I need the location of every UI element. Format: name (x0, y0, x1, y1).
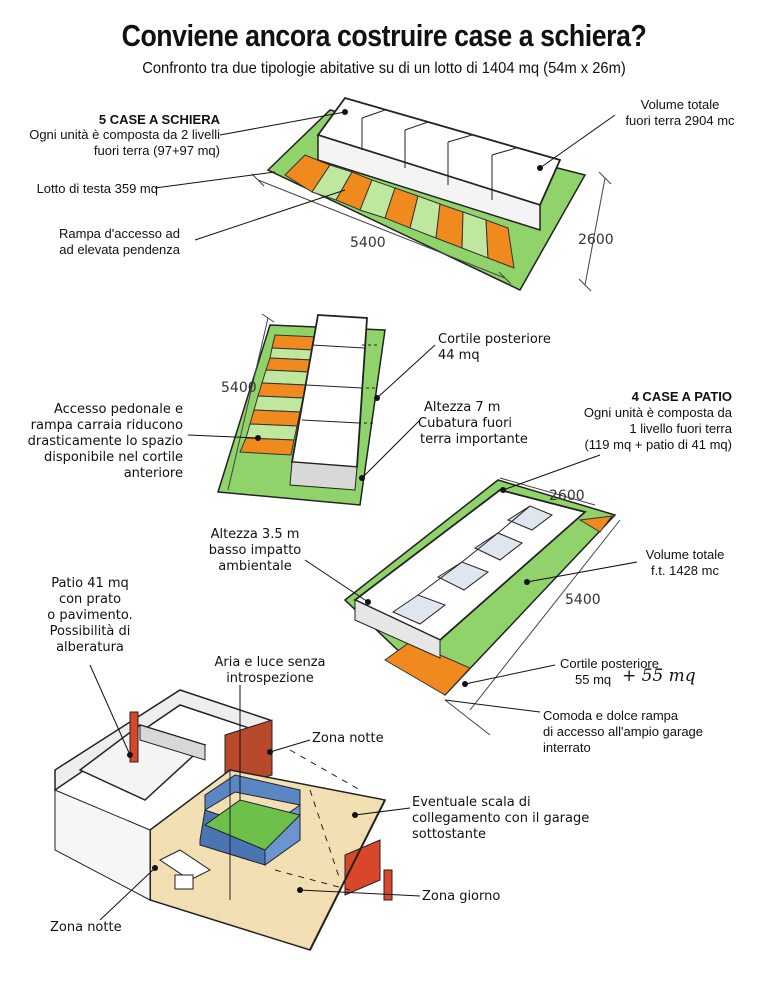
middle-accesso-2: rampa carraia riducono (30, 418, 183, 433)
schiera-heading: 5 CASE A SCHIERA (98, 112, 220, 127)
detail-aria-2: introspezione (226, 671, 314, 686)
patio-altezza-3: ambientale (218, 559, 292, 574)
schiera-rampa-1: Rampa d'accesso ad (59, 226, 180, 241)
schiera-volume-2: fuori terra 2904 mc (625, 113, 735, 128)
schiera-volume-1: Volume totale (640, 97, 720, 112)
middle-cortile-2: 44 mq (438, 348, 480, 363)
courtyard-grass (203, 799, 301, 851)
middle-accesso-3: drasticamente lo spazio (27, 434, 183, 449)
detail-scala-2: collegamento con il garage (412, 811, 590, 826)
schiera-dim-short: 2600 (578, 232, 614, 248)
patio-desc-1: Ogni unità è composta da (583, 405, 732, 420)
patio-altezza-1: Altezza 3.5 m (210, 527, 300, 542)
patio-heading: 4 CASE A PATIO (631, 389, 732, 404)
middle-cortile-1: Cortile posteriore (438, 332, 551, 347)
page-title: Conviene ancora costruire case a schiera… (121, 18, 647, 53)
detail-scala-3: sottostante (412, 827, 487, 842)
detail-patio-3: o pavimento. (47, 608, 133, 623)
detail-patio-1: Patio 41 mq (51, 576, 129, 591)
patio-rampa-2: di accesso all'ampio garage (543, 724, 704, 739)
middle-altezza-2: Cubatura fuori (418, 416, 513, 431)
detail-patio-5: alberatura (56, 640, 124, 655)
patio-rampa-3: interrato (543, 740, 591, 755)
patio-desc-3: (119 mq + patio di 41 mq) (584, 437, 732, 452)
detail-zona-giorno: Zona giorno (422, 889, 501, 904)
patio-cortile-handwritten: + 55 mq (622, 666, 696, 686)
middle-accesso-1: Accesso pedonale e (54, 402, 183, 417)
patio-altezza-2: basso impatto (208, 543, 302, 558)
patio-dim-long: 5400 (565, 592, 601, 608)
schiera-desc-1: Ogni unità è composta da 2 livelli (29, 127, 220, 142)
row-houses-drawing (154, 96, 616, 292)
middle-altezza-3: terra importante (420, 432, 528, 447)
patio-cortile-1: Cortile posteriore (560, 656, 659, 671)
schiera-desc-2: fuori terra (97+97 mq) (93, 143, 220, 158)
patio-dim-short: 2600 (549, 488, 585, 504)
detail-patio-4: Possibilità di (49, 624, 131, 639)
middle-accesso-5: anteriore (123, 466, 183, 481)
patio-cortile-2: 55 mq (575, 672, 612, 687)
patio-houses-drawing (304, 454, 638, 736)
detail-zona-notte-bottom: Zona notte (50, 920, 122, 935)
detail-aria-1: Aria e luce senza (214, 655, 326, 670)
row-houses-plan-drawing (187, 313, 436, 506)
middle-accesso-4: disponibile nel cortile (43, 450, 183, 465)
schiera-dim-long: 5400 (350, 235, 386, 251)
detail-scala-1: Eventuale scala di (412, 795, 531, 810)
patio-desc-2: 1 livello fuori terra (629, 421, 732, 436)
detail-patio-2: con prato (58, 592, 122, 607)
schiera-lotto: Lotto di testa 359 mq (36, 181, 158, 196)
patio-detail-drawing (54, 664, 421, 951)
patio-volume-2: f.t. 1428 mc (651, 563, 719, 578)
middle-dim: 5400 (221, 380, 257, 396)
middle-altezza-1: Altezza 7 m (424, 400, 501, 415)
schiera-rampa-2: ad elevata pendenza (59, 242, 180, 257)
page-subtitle: Confronto tra due tipologie abitative su… (142, 60, 626, 77)
patio-rampa-1: Comoda e dolce rampa (543, 708, 679, 723)
patio-volume-1: Volume totale (645, 547, 725, 562)
detail-zona-notte-top: Zona notte (312, 731, 384, 746)
